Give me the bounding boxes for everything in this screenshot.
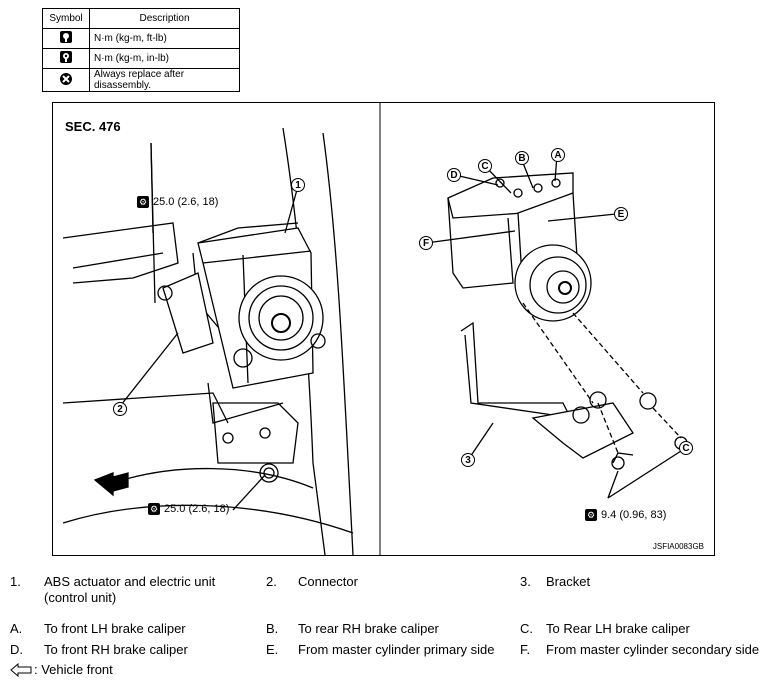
torque-wrench-inlb-icon <box>60 51 72 63</box>
installation-diagram: SEC. 476 JSFIA0083GB ⚙ 25.0 (2.6, 18) ⚙ … <box>52 102 715 556</box>
caption-text: ABS actuator and electric unit (control … <box>44 574 216 605</box>
legend-description: N·m (kg-m, ft-lb) <box>89 28 240 49</box>
caption-num: 3. <box>520 574 531 589</box>
caption-text: From master cylinder primary side <box>298 642 495 657</box>
torque-spec-right: ⚙ 9.4 (0.96, 83) <box>585 509 666 521</box>
legend-description: N·m (kg-m, in-lb) <box>89 48 240 69</box>
legend-description: Always replace after disassembly. <box>89 68 240 92</box>
torque-wrench-icon <box>60 31 72 43</box>
torque-value: 25.0 (2.6, 18) <box>164 503 230 515</box>
torque-value: 25.0 (2.6, 18) <box>153 196 219 208</box>
caption-text: To rear RH brake caliper <box>298 621 439 636</box>
caption-text: Connector <box>298 574 358 589</box>
legend-header-symbol: Symbol <box>42 8 90 29</box>
callout-1: 1 <box>291 178 305 192</box>
callout-d: D <box>447 168 461 182</box>
caption-num: C. <box>520 621 533 636</box>
callout-a: A <box>551 148 565 162</box>
legend-symbol-cell <box>42 28 90 49</box>
legend-symbol-cell <box>42 68 90 92</box>
torque-spec-top: ⚙ 25.0 (2.6, 18) <box>137 196 218 208</box>
caption-num: B. <box>266 621 279 636</box>
vehicle-front-arrow-icon <box>10 662 32 677</box>
torque-wrench-icon: ⚙ <box>148 503 160 515</box>
caption-text: To front RH brake caliper <box>44 642 188 657</box>
legend-header-description: Description <box>89 8 240 29</box>
legend-header-row: Symbol Description <box>42 8 240 29</box>
caption-num: F. <box>520 642 531 657</box>
caption-num: E. <box>266 642 279 657</box>
caption-text: From master cylinder secondary side <box>546 642 760 657</box>
callout-f: F <box>419 236 433 250</box>
legend-row: N·m (kg-m, ft-lb) <box>42 28 240 49</box>
symbol-legend-table: Symbol Description N·m (kg-m, ft-lb) N·m… <box>42 8 240 92</box>
diagram-drawing <box>62 103 688 555</box>
caption-text: To Rear LH brake caliper <box>546 621 690 636</box>
legend-row: N·m (kg-m, in-lb) <box>42 48 240 69</box>
callout-2: 2 <box>113 402 127 416</box>
torque-value: 9.4 (0.96, 83) <box>601 509 667 521</box>
torque-wrench-inlb-icon: ⚙ <box>585 509 597 521</box>
caption-num: 2. <box>266 574 277 589</box>
figure-code: JSFIA0083GB <box>652 542 704 551</box>
caption-num: D. <box>10 642 23 657</box>
callout-e: E <box>614 207 628 221</box>
callout-c: C <box>679 441 693 455</box>
legend-row: Always replace after disassembly. <box>42 68 240 92</box>
torque-spec-bottom: ⚙ 25.0 (2.6, 18) <box>148 503 229 515</box>
replace-x-icon <box>60 72 72 85</box>
legend-symbol-cell <box>42 48 90 69</box>
caption-num: A. <box>10 621 23 636</box>
caption-text: Bracket <box>546 574 591 589</box>
vehicle-front-note: : Vehicle front <box>10 662 113 677</box>
vehicle-front-label: : Vehicle front <box>34 662 113 677</box>
section-label: SEC. 476 <box>65 119 121 134</box>
callout-3: 3 <box>461 453 475 467</box>
callout-b: B <box>515 151 529 165</box>
caption-num: 1. <box>10 574 21 589</box>
torque-wrench-icon: ⚙ <box>137 196 149 208</box>
caption-text: To front LH brake caliper <box>44 621 186 636</box>
callout-c-top: C <box>478 159 492 173</box>
